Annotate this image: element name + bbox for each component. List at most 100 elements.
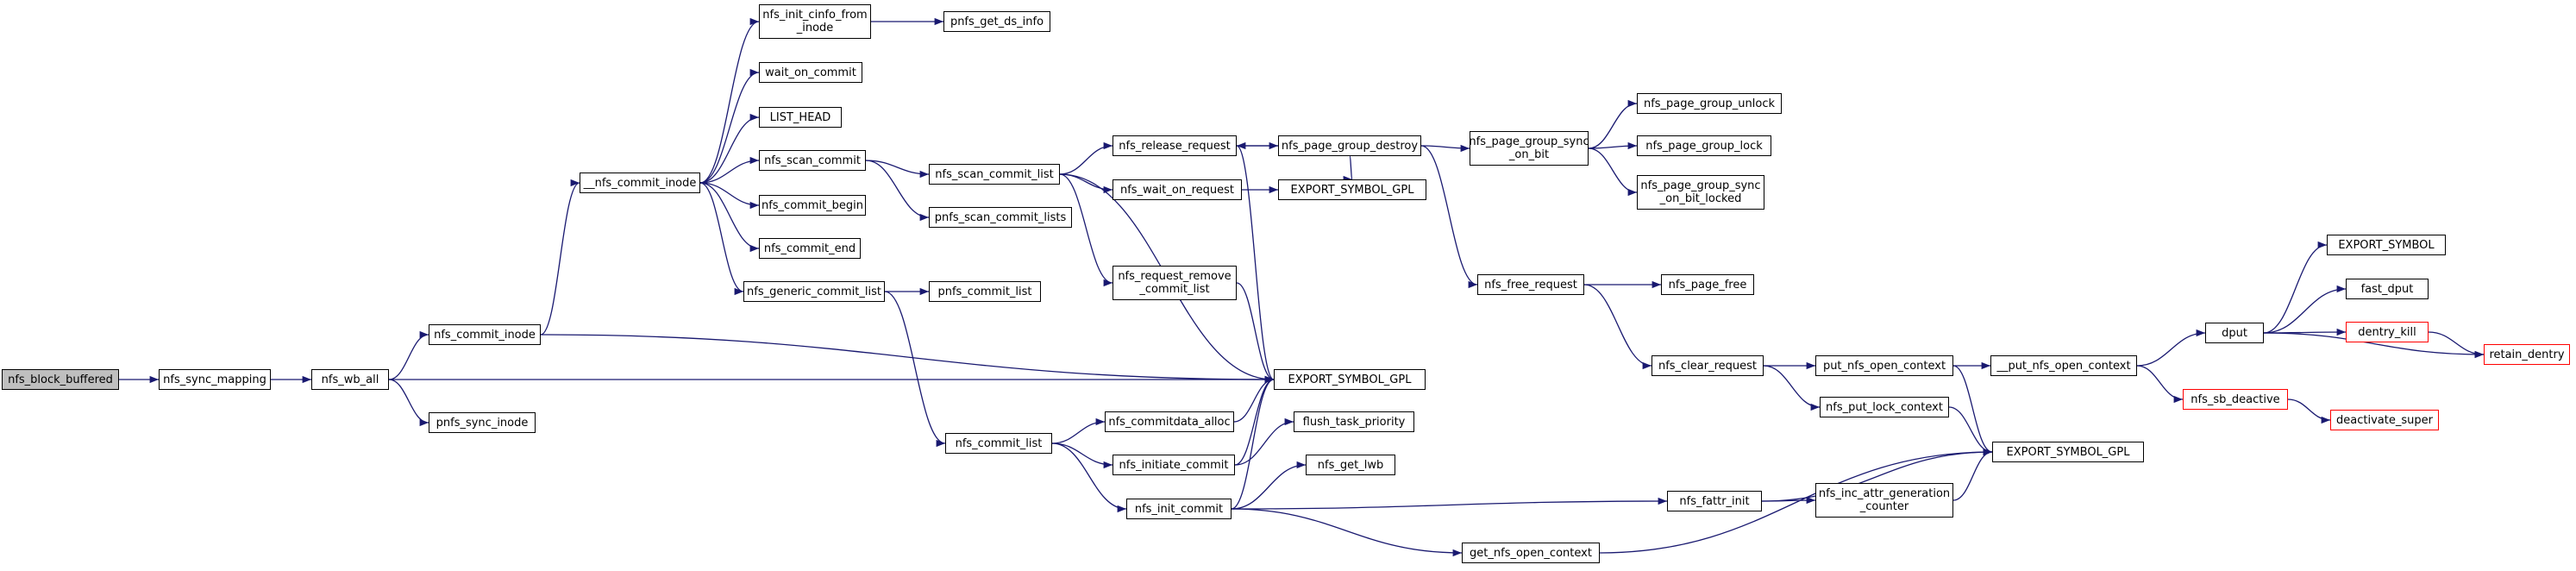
node-nfs-put-lock-context[interactable]: nfs_put_lock_context	[1820, 397, 1949, 417]
node-EXPORT-SYMBOL-GPL-right[interactable]: EXPORT_SYMBOL_GPL	[1992, 442, 2144, 462]
edge-__nfs_commit_inode-to-nfs_commit_end	[699, 182, 760, 253]
edge-__nfs_commit_inode-to-nfs_scan_commit	[699, 156, 760, 184]
node-nfs-page-group-sync-on-bit[interactable]: nfs_page_group_sync _on_bit	[1469, 131, 1589, 166]
edge-dput-to-EXPORT_SYMBOL	[2263, 241, 2328, 334]
node-nfs-commitdata-alloc[interactable]: nfs_commitdata_alloc	[1105, 411, 1234, 432]
edge-dput-to-retain_dentry	[2263, 332, 2485, 359]
node-nfs-release-request[interactable]: nfs_release_request	[1113, 135, 1237, 156]
edge-nfs_generic_commit_list-to-nfs_commit_list	[884, 291, 946, 448]
node-nfs-page-group-destroy[interactable]: nfs_page_group_destroy	[1278, 135, 1421, 156]
node-EXPORT-SYMBOL[interactable]: EXPORT_SYMBOL	[2327, 235, 2446, 255]
node-EXPORT-SYMBOL-GPL-main[interactable]: EXPORT_SYMBOL_GPL	[1274, 369, 1426, 390]
edge-__nfs_commit_inode-to-nfs_commit_begin	[699, 182, 760, 210]
edge-__nfs_commit_inode-to-LIST_HEAD	[699, 113, 760, 184]
node-nfs-get-lwb[interactable]: nfs_get_lwb	[1306, 455, 1395, 475]
node-nfs-initiate-commit[interactable]: nfs_initiate_commit	[1113, 455, 1235, 475]
edge-__nfs_commit_inode-to-wait_on_commit	[699, 68, 760, 184]
edge-nfs_init_commit-to-nfs_get_lwb	[1231, 461, 1307, 510]
node-fast-dput[interactable]: fast_dput	[2346, 279, 2429, 299]
node-nfs-wait-on-request[interactable]: nfs_wait_on_request	[1113, 179, 1242, 200]
edge-nfs_commit_inode-to-__nfs_commit_inode	[540, 179, 580, 336]
node-nfs-sb-deactive[interactable]: nfs_sb_deactive	[2183, 389, 2288, 410]
edge-nfs_put_lock_context-to-EXPORT_SYMBOL_GPL_right	[1948, 406, 1993, 456]
node-dentry-kill[interactable]: dentry_kill	[2346, 322, 2429, 342]
edge-nfs_wb_all-to-nfs_commit_inode	[388, 330, 429, 380]
node-nfs-page-free[interactable]: nfs_page_free	[1661, 274, 1754, 295]
node-nfs-generic-commit-list[interactable]: nfs_generic_commit_list	[743, 281, 885, 302]
edge-nfs_init_commit-to-get_nfs_open_context	[1231, 508, 1463, 557]
edge-nfs_page_group_destroy-to-nfs_page_group_sync_on_bit	[1420, 144, 1470, 153]
node-nfs-commit-end[interactable]: nfs_commit_end	[759, 238, 861, 259]
edge-nfs_free_request-to-nfs_clear_request	[1583, 284, 1652, 370]
edge-__put_nfs_open_context-to-dput	[2136, 329, 2206, 367]
node-nfs-fattr-init[interactable]: nfs_fattr_init	[1667, 491, 1762, 511]
node-get-nfs-open-context[interactable]: get_nfs_open_context	[1462, 543, 1600, 563]
node-pnfs-sync-inode[interactable]: pnfs_sync_inode	[429, 412, 536, 433]
node-nfs-wb-all[interactable]: nfs_wb_all	[311, 369, 389, 390]
node-nfs-page-group-unlock[interactable]: nfs_page_group_unlock	[1637, 93, 1782, 114]
node-pnfs-scan-commit-lists[interactable]: pnfs_scan_commit_lists	[929, 207, 1072, 228]
edge-nfs_init_commit-to-EXPORT_SYMBOL_GPL_main	[1231, 375, 1275, 510]
edge-nfs_page_group_destroy-to-EXPORT_SYMBOL_GPL_upper	[1343, 155, 1353, 183]
edge-dentry_kill-to-retain_dentry	[2428, 331, 2485, 359]
edge-nfs_fattr_init-to-EXPORT_SYMBOL_GPL_right	[1761, 448, 1993, 502]
node-nfs-commit-inode[interactable]: nfs_commit_inode	[429, 324, 541, 345]
node-nfs-commit-list[interactable]: nfs_commit_list	[945, 433, 1052, 454]
node-nfs-scan-commit[interactable]: nfs_scan_commit	[759, 150, 866, 171]
node-nfs-block-buffered: nfs_block_buffered	[2, 369, 119, 390]
node-flush-task-priority[interactable]: flush_task_priority	[1294, 411, 1414, 432]
edge-dput-to-fast_dput	[2263, 285, 2347, 334]
edge-nfs_commit_list-to-nfs_initiate_commit	[1051, 442, 1113, 469]
node-nfs-free-request[interactable]: nfs_free_request	[1477, 274, 1584, 295]
node-nfs-inc-attr-generation-counter[interactable]: nfs_inc_attr_generation _counter	[1815, 483, 1953, 518]
edge-nfs_commit_list-to-nfs_commitdata_alloc	[1051, 417, 1106, 444]
node-nfs-page-group-lock[interactable]: nfs_page_group_lock	[1637, 135, 1771, 156]
edge-__put_nfs_open_context-to-nfs_sb_deactive	[2136, 365, 2184, 404]
node-pnfs-get-ds-info[interactable]: pnfs_get_ds_info	[943, 11, 1050, 32]
edge-nfs_scan_commit_list-to-nfs_wait_on_request	[1059, 173, 1113, 194]
node-nfs-commit-begin[interactable]: nfs_commit_begin	[759, 195, 866, 216]
edge-get_nfs_open_context-to-EXPORT_SYMBOL_GPL_right	[1599, 448, 1993, 554]
node-nfs-clear-request[interactable]: nfs_clear_request	[1652, 355, 1764, 376]
edge-put_nfs_open_context-to-EXPORT_SYMBOL_GPL_right	[1952, 365, 1993, 456]
edge-nfs_scan_commit-to-nfs_scan_commit_list	[865, 160, 930, 179]
node-deactivate-super[interactable]: deactivate_super	[2330, 410, 2439, 430]
edge-nfs_scan_commit-to-pnfs_scan_commit_lists	[865, 160, 930, 222]
node-put-nfs-open-context[interactable]: put_nfs_open_context	[1815, 355, 1953, 376]
node-dput[interactable]: dput	[2205, 323, 2264, 343]
node-EXPORT-SYMBOL-GPL-upper[interactable]: EXPORT_SYMBOL_GPL	[1278, 179, 1426, 200]
edge-nfs_scan_commit_list-to-nfs_request_remove_commit_list	[1059, 173, 1113, 287]
edge-nfs_fattr_init-to-nfs_inc_attr_generation_counter	[1761, 496, 1816, 505]
node-nfs-page-group-sync-on-bit-locked[interactable]: nfs_page_group_sync _on_bit_locked	[1637, 175, 1764, 210]
node-LIST-HEAD[interactable]: LIST_HEAD	[759, 107, 842, 128]
edge-nfs_release_request-to-EXPORT_SYMBOL_GPL_main	[1236, 145, 1275, 384]
node-wait-on-commit[interactable]: wait_on_commit	[759, 62, 862, 83]
edge-nfs_page_group_sync_on_bit-to-nfs_page_group_unlock	[1588, 99, 1638, 149]
node-nfs-init-cinfo-from-inode[interactable]: nfs_init_cinfo_from _inode	[759, 4, 871, 39]
edge-nfs_commitdata_alloc-to-EXPORT_SYMBOL_GPL_main	[1233, 375, 1275, 423]
node-nfs-commit-inode[interactable]: __nfs_commit_inode	[580, 173, 700, 193]
edge-nfs_request_remove_commit_list-to-EXPORT_SYMBOL_GPL_main	[1236, 282, 1275, 384]
edge-nfs_initiate_commit-to-flush_task_priority	[1234, 417, 1294, 466]
edge-nfs_page_group_destroy-to-nfs_free_request	[1420, 145, 1478, 289]
edge-nfs_inc_attr_generation_counter-to-EXPORT_SYMBOL_GPL_right	[1952, 448, 1993, 501]
edge-__nfs_commit_inode-to-nfs_generic_commit_list	[699, 182, 744, 296]
node-nfs-request-remove-commit-list[interactable]: nfs_request_remove _commit_list	[1113, 266, 1237, 300]
edge-nfs_commit_list-to-nfs_init_commit	[1051, 442, 1127, 513]
node-retain-dentry[interactable]: retain_dentry	[2484, 344, 2570, 365]
edge-nfs_initiate_commit-to-EXPORT_SYMBOL_GPL_main	[1234, 375, 1275, 466]
node-pnfs-commit-list[interactable]: pnfs_commit_list	[929, 281, 1041, 302]
edge-nfs_init_commit-to-nfs_fattr_init	[1231, 497, 1668, 510]
edge-nfs_page_group_sync_on_bit-to-nfs_page_group_lock	[1588, 141, 1638, 150]
node-nfs-scan-commit-list[interactable]: nfs_scan_commit_list	[929, 164, 1060, 185]
edge-nfs_sb_deactive-to-deactivate_super	[2287, 398, 2331, 424]
edge-nfs_scan_commit_list-to-nfs_release_request	[1059, 141, 1113, 175]
node-nfs-sync-mapping[interactable]: nfs_sync_mapping	[159, 369, 271, 390]
node-nfs-init-commit[interactable]: nfs_init_commit	[1126, 499, 1232, 519]
edge-nfs_clear_request-to-nfs_put_lock_context	[1763, 365, 1821, 411]
edge-nfs_commit_inode-to-EXPORT_SYMBOL_GPL_main	[540, 334, 1275, 384]
node-put-nfs-open-context[interactable]: __put_nfs_open_context	[1990, 355, 2137, 376]
edge-nfs_page_group_sync_on_bit-to-nfs_page_group_sync_on_bit_locked	[1588, 147, 1638, 197]
